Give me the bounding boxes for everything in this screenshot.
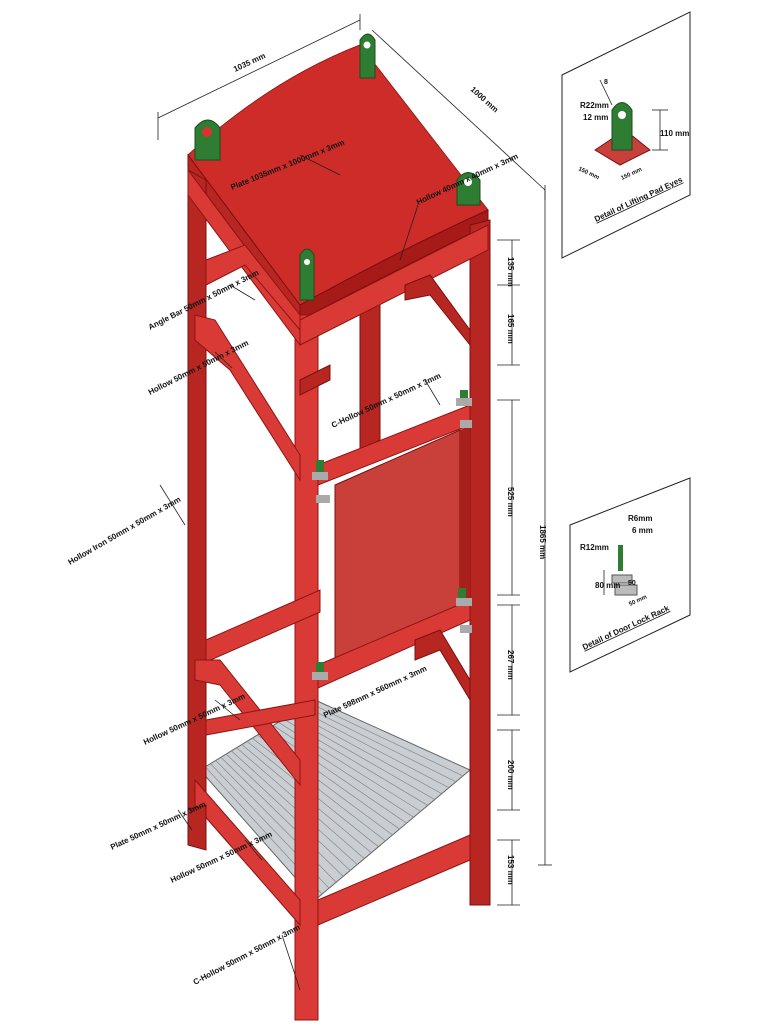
- dim-135: 135 mm: [506, 257, 515, 287]
- pad-eye-icon: [456, 172, 481, 206]
- detail-lifting-t: 12 mm: [583, 113, 608, 122]
- lock-rack-icon: [316, 495, 330, 503]
- grating-bar: [293, 712, 442, 794]
- label-c-hollow-base: C-Hollow 50mm x 50mm x 3mm: [192, 923, 302, 987]
- lifting-pad-eyes: [194, 33, 481, 301]
- pad-eye-icon: [359, 33, 376, 79]
- lock-rack-icon: [312, 460, 328, 480]
- floor-grating: [199, 699, 471, 901]
- grating-bar: [225, 753, 351, 871]
- detail-lifting-r: R22mm: [580, 101, 609, 110]
- grating-bar: [309, 702, 464, 777]
- grating-bar: [231, 750, 358, 865]
- detail-door-t: 6 mm: [632, 526, 653, 535]
- detail-lifting-h: 110 mm: [660, 129, 689, 138]
- label-hollow-iron: Hollow Iron 50mm x 50mm x 3mm: [67, 495, 183, 567]
- detail-door-r2: R6mm: [628, 514, 652, 523]
- detail-lifting-small: 8: [604, 79, 608, 86]
- detail-door-r: R12mm: [580, 543, 609, 552]
- dim-153: 153 mm: [506, 855, 515, 885]
- grating-bar: [220, 757, 344, 877]
- lock-rack-icon: [456, 588, 472, 606]
- label-c-hollow-upper: C-Hollow 50mm x 50mm x 3mm: [330, 371, 442, 430]
- door-lock-racks: [312, 390, 472, 680]
- grating-bar: [252, 737, 386, 842]
- dim-525: 525 mm: [506, 487, 515, 517]
- grating-bar: [267, 728, 407, 824]
- dim-overall-height: 1865 mm: [538, 525, 547, 559]
- dim-267: 267 mm: [506, 650, 515, 680]
- lock-rack-icon: [460, 420, 472, 428]
- detail-door-lock-rack: R12mm R6mm 6 mm 80 mm 50 50 mm Detail of…: [569, 477, 691, 673]
- upper-rails: [187, 168, 489, 486]
- pad-eye-icon: [194, 119, 221, 161]
- lock-rack-icon: [460, 625, 472, 633]
- dim-top-width: 1035 mm: [232, 51, 267, 74]
- lower-rails: [187, 589, 471, 927]
- dim-165: 165 mm: [506, 314, 515, 344]
- lock-rack-icon: [312, 662, 328, 680]
- detail-door-w: 50: [628, 580, 636, 587]
- grating-bar: [304, 706, 457, 783]
- dim-200: 200 mm: [506, 760, 515, 790]
- pad-eye-icon: [299, 248, 315, 301]
- grating-bar: [299, 709, 450, 789]
- dim-top-depth: 1000 mm: [469, 85, 500, 115]
- side-dimension-chain: 135 mm 165 mm 525 mm 267 mm 200 mm 153 m…: [497, 190, 552, 906]
- detail-lifting-pad-eyes: R22mm 12 mm 110 mm 150 mm 150 mm 8 Detai…: [561, 11, 691, 259]
- lock-rack-icon: [456, 390, 472, 406]
- detail-door-h: 80 mm: [595, 581, 620, 590]
